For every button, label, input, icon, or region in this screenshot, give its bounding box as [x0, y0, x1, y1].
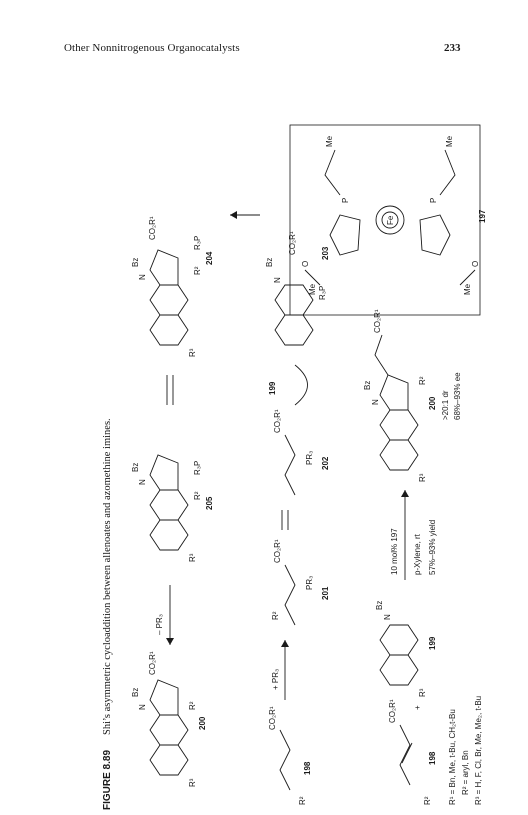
- label-r2-198: R²: [423, 796, 432, 805]
- label-r3-204: R³: [188, 348, 197, 357]
- compound-197-label: 197: [478, 209, 487, 223]
- label-o-2: O: [471, 261, 480, 267]
- compound-200-label-bottom: 200: [198, 716, 207, 730]
- label-r2-205: R²: [193, 491, 202, 500]
- label-r3p-205: R₃P: [193, 461, 202, 475]
- catalyst-box: [289, 124, 481, 316]
- label-r2-198-mid: R²: [298, 796, 307, 805]
- label-r2-204: R²: [193, 266, 202, 275]
- label-r3-200: R³: [418, 473, 427, 482]
- figure-caption: Shi’s asymmetric cycloaddition between a…: [102, 418, 113, 735]
- compound-202-label: 202: [321, 456, 330, 470]
- reagent-add-phosphine: + PR₃: [271, 669, 280, 690]
- compound-201-label: 201: [321, 586, 330, 600]
- label-p-top: P: [341, 198, 350, 203]
- plus-sign: +: [413, 705, 422, 710]
- label-me-4: Me: [463, 283, 472, 295]
- label-co2r1-202: CO₂R¹: [273, 409, 282, 433]
- condition-catalyst: 10 mol% 197: [390, 528, 399, 575]
- label-r3-200-bottom: R³: [188, 778, 197, 787]
- label-bz-199: Bz: [375, 601, 384, 610]
- label-co2r1-204: CO₂R¹: [148, 216, 157, 240]
- intermediate-204-structure: [149, 249, 189, 346]
- label-n-205: N: [138, 479, 147, 485]
- label-n-204: N: [138, 274, 147, 280]
- label-r2-200: R²: [418, 376, 427, 385]
- label-co2r1-201: CO₂R¹: [273, 539, 282, 563]
- label-bz-204: Bz: [131, 258, 140, 267]
- compound-200-label-top: 200: [428, 396, 437, 410]
- reagent-remove-phosphine: – PR₃: [155, 614, 164, 635]
- arrowhead-add-phosphine: [281, 640, 289, 647]
- arrowhead-203-to-204: [230, 211, 237, 219]
- label-p-bottom: P: [429, 198, 438, 203]
- intermediate-203-structure: [274, 284, 314, 346]
- page-number: 233: [444, 42, 461, 54]
- reaction-scheme: Fe P P Me Me Me Me O O 197 R² CO₂R¹ 198 …: [102, 124, 487, 810]
- substituent-r1: R¹ = Bn, Me, t-Bu, CH₂t-Bu: [448, 709, 457, 805]
- label-r2-200-bottom: R²: [188, 701, 197, 710]
- label-me-2: Me: [445, 135, 454, 147]
- label-bz-205: Bz: [131, 463, 140, 472]
- label-co2r1-198: CO₂R¹: [388, 699, 397, 723]
- label-r3p-204: R₃P: [193, 236, 202, 250]
- label-me-1: Me: [325, 135, 334, 147]
- label-n-200: N: [371, 399, 380, 405]
- label-me-3: Me: [308, 283, 317, 295]
- product-200-bottom-structure: [149, 679, 189, 776]
- label-n-199: N: [383, 614, 392, 620]
- compound-198-label-mid: 198: [303, 761, 312, 775]
- condition-yield: 57%–93% yield: [428, 520, 437, 575]
- allenoate-198-structure: [399, 724, 413, 786]
- figure-label: FIGURE 8.89: [102, 750, 113, 810]
- imine-199-structure: [379, 624, 419, 686]
- zwitterion-201-structure: [284, 564, 296, 626]
- allenoate-198-mid-structure: [279, 729, 291, 791]
- product-dr: >20:1 dr: [441, 390, 450, 420]
- substituent-r2: R² = aryl, Bn: [461, 750, 470, 795]
- label-r3-205: R³: [188, 553, 197, 562]
- label-bz-200-bottom: Bz: [131, 688, 140, 697]
- label-fe: Fe: [386, 215, 395, 225]
- condition-solvent: p-Xylene, rt: [413, 533, 422, 575]
- reagent-imine-addition: 199: [268, 381, 277, 395]
- intermediate-205-structure: [149, 454, 189, 551]
- compound-204-label: 204: [205, 251, 214, 265]
- label-co2r1-198-mid: CO₂R¹: [268, 706, 277, 730]
- label-co2r1-200: CO₂R¹: [373, 309, 382, 333]
- compound-199-label-top: 199: [428, 636, 437, 650]
- product-200-top-structure: [374, 334, 419, 471]
- catalyst-197-structure: [304, 149, 476, 286]
- label-co2r1-203: CO₂R¹: [288, 231, 297, 255]
- label-r3p-203: R₃P: [318, 286, 327, 300]
- label-pr3-202: PR₃: [305, 451, 314, 465]
- compound-203-label: 203: [321, 246, 330, 260]
- running-header-title: Other Nonnitrogenous Organocatalysts: [64, 42, 240, 54]
- compound-198-label-top: 198: [428, 751, 437, 765]
- compound-205-label: 205: [205, 496, 214, 510]
- arrowhead-main: [401, 490, 409, 497]
- label-co2r1-200-bottom: CO₂R¹: [148, 651, 157, 675]
- arrow-imine-addition: [294, 364, 308, 406]
- label-pr3-201: PR₃: [305, 576, 314, 590]
- label-bz-203: Bz: [265, 258, 274, 267]
- zwitterion-202-structure: [284, 434, 296, 496]
- label-r2-201: R²: [271, 611, 280, 620]
- label-o-1: O: [301, 261, 310, 267]
- label-r3-199: R³: [418, 688, 427, 697]
- substituent-r3: R³ = H, F, Cl, Br, Me, Me₂, t-Bu: [474, 696, 483, 805]
- arrowhead-remove-phosphine: [166, 638, 174, 645]
- label-n-200-bottom: N: [138, 704, 147, 710]
- label-n-203: N: [273, 277, 282, 283]
- rotated-figure: Fe P P Me Me Me Me O O 197 R² CO₂R¹ 198 …: [90, 115, 490, 815]
- product-ee: 68%–93% ee: [453, 372, 462, 420]
- label-bz-200: Bz: [363, 381, 372, 390]
